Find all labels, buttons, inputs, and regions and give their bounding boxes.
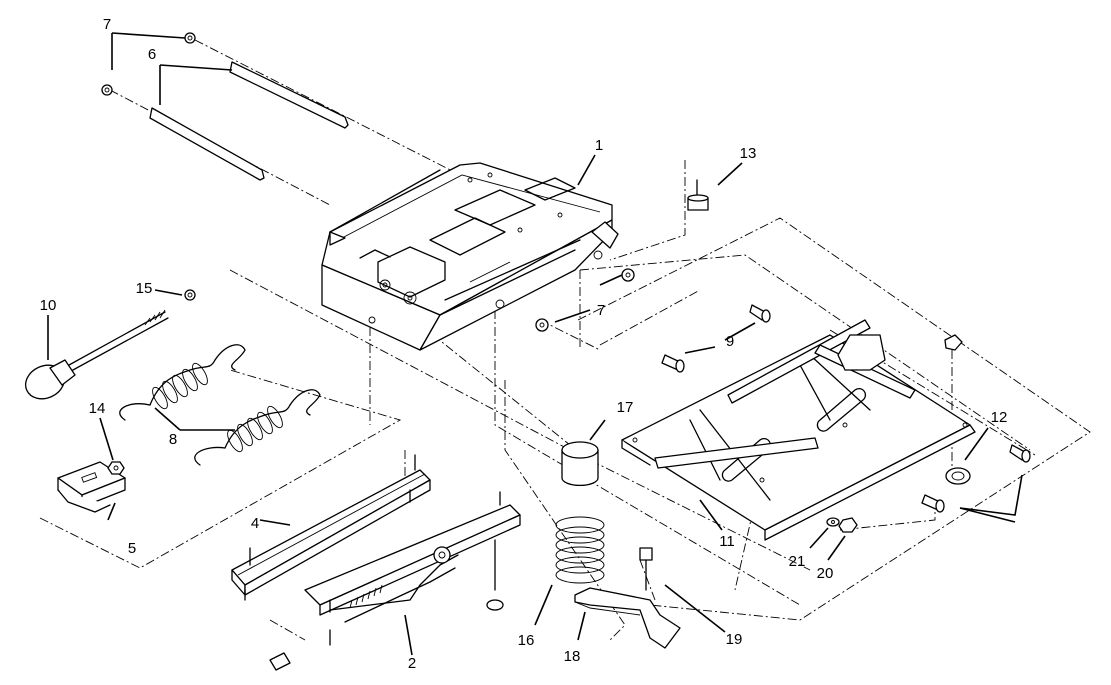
callout-4: 4: [251, 515, 259, 532]
callout-17: 17: [617, 399, 634, 416]
callout-8: 8: [169, 431, 177, 448]
bracket-part-18: [574, 587, 681, 649]
callout-7-middle: 7: [597, 302, 605, 319]
callout-6: 6: [148, 46, 156, 63]
knob-part-10: [25, 309, 169, 400]
seat-plate-part-1: [321, 162, 619, 351]
rods-part-6: [149, 61, 349, 181]
callout-12: 12: [991, 409, 1008, 426]
callout-1: 1: [595, 137, 603, 154]
rail-part-4: [231, 454, 431, 601]
spring-part-16: [555, 516, 605, 584]
bumper-part-17: [561, 441, 599, 487]
callout-15: 15: [136, 280, 153, 297]
leader-lines: [47, 32, 1023, 656]
washer-part-21: [826, 517, 840, 527]
callout-21: 21: [789, 553, 806, 570]
springs-part-8: [119, 344, 321, 466]
assembly-lines: [39, 39, 1091, 641]
callout-14: 14: [89, 400, 106, 417]
callout-13: 13: [740, 145, 757, 162]
callout-2: 2: [408, 655, 416, 672]
callout-18: 18: [564, 648, 581, 665]
frame-part-11: [621, 319, 976, 541]
washers-part-7: [101, 32, 635, 332]
rail-part-2: [269, 491, 521, 671]
clip-part-5: [57, 461, 126, 513]
callout-5: 5: [128, 540, 136, 557]
bushings-part-9: [661, 304, 771, 373]
bumper-part-13: [687, 179, 709, 211]
callout-labels: 1 2 4 5 6 7 7 8 9 10 11 12 13 14 15 16 1…: [40, 16, 1008, 672]
callout-19: 19: [726, 631, 743, 648]
nut-part-20: [838, 517, 858, 533]
callout-11: 11: [719, 533, 735, 550]
callout-10: 10: [40, 297, 57, 314]
callout-7-top: 7: [103, 16, 111, 33]
callout-9: 9: [726, 333, 734, 350]
callout-16: 16: [518, 632, 535, 649]
nut-part-14: [107, 461, 125, 475]
bolt-part-19: [639, 547, 653, 591]
bushings-part-12: [921, 334, 1031, 513]
callout-20: 20: [817, 565, 834, 582]
